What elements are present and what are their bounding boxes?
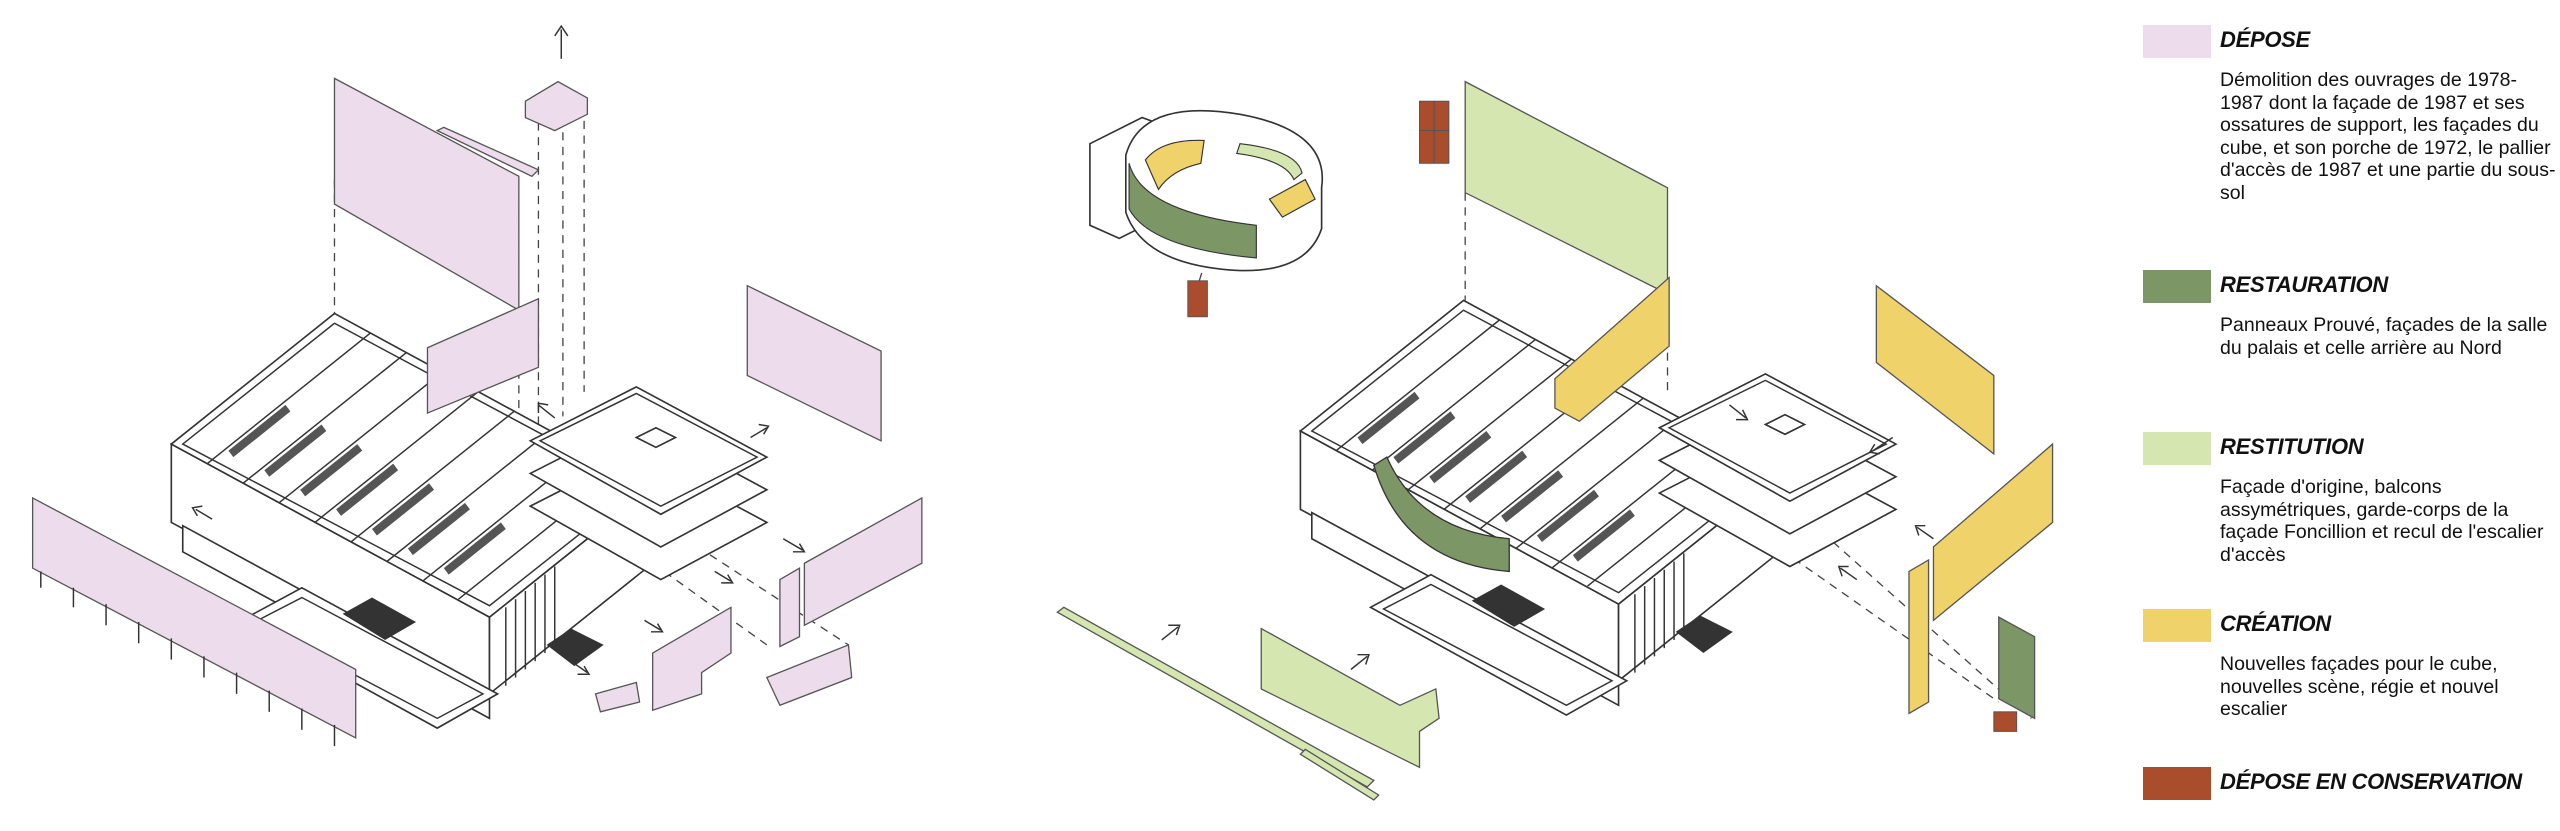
legend-swatch-conservation (2143, 767, 2211, 800)
legend-swatch-restauration (2143, 270, 2211, 303)
legend-title: CRÉATION (2220, 611, 2331, 636)
conservation-panels (1187, 100, 2018, 732)
depose-panels (31, 77, 923, 740)
legend-description: Panneaux Prouvé, façades de la salle du … (2220, 314, 2548, 359)
legend-title: DÉPOSE EN CONSERVATION (2220, 769, 2522, 794)
legend-swatch-creation (2143, 609, 2211, 642)
support-posts (40, 571, 336, 747)
movement-arrows (1161, 404, 1934, 670)
creation-panels (1554, 276, 2054, 715)
legend-title: RESTITUTION (2220, 434, 2364, 459)
hall-facade-restauration (1373, 456, 1510, 573)
legend-swatch-restitution (2143, 432, 2211, 465)
diagram-before (31, 24, 923, 747)
legend-description: Démolition des ouvrages de 1978-1987 don… (2220, 69, 2556, 204)
legend-title: DÉPOSE (2220, 27, 2310, 52)
restitution-panels (1056, 80, 1669, 801)
oval-hall (1089, 109, 1324, 272)
legend-swatch-depose (2143, 25, 2211, 58)
legend-title: RESTAURATION (2220, 272, 2388, 297)
diagram-after (1056, 80, 2054, 801)
legend-description: Façade d'origine, balcons assymétriques,… (2220, 476, 2544, 566)
restauration-panels (1998, 616, 2036, 720)
legend-description: Nouvelles façades pour le cube, nouvelle… (2220, 653, 2499, 720)
movement-arrows (191, 24, 806, 676)
